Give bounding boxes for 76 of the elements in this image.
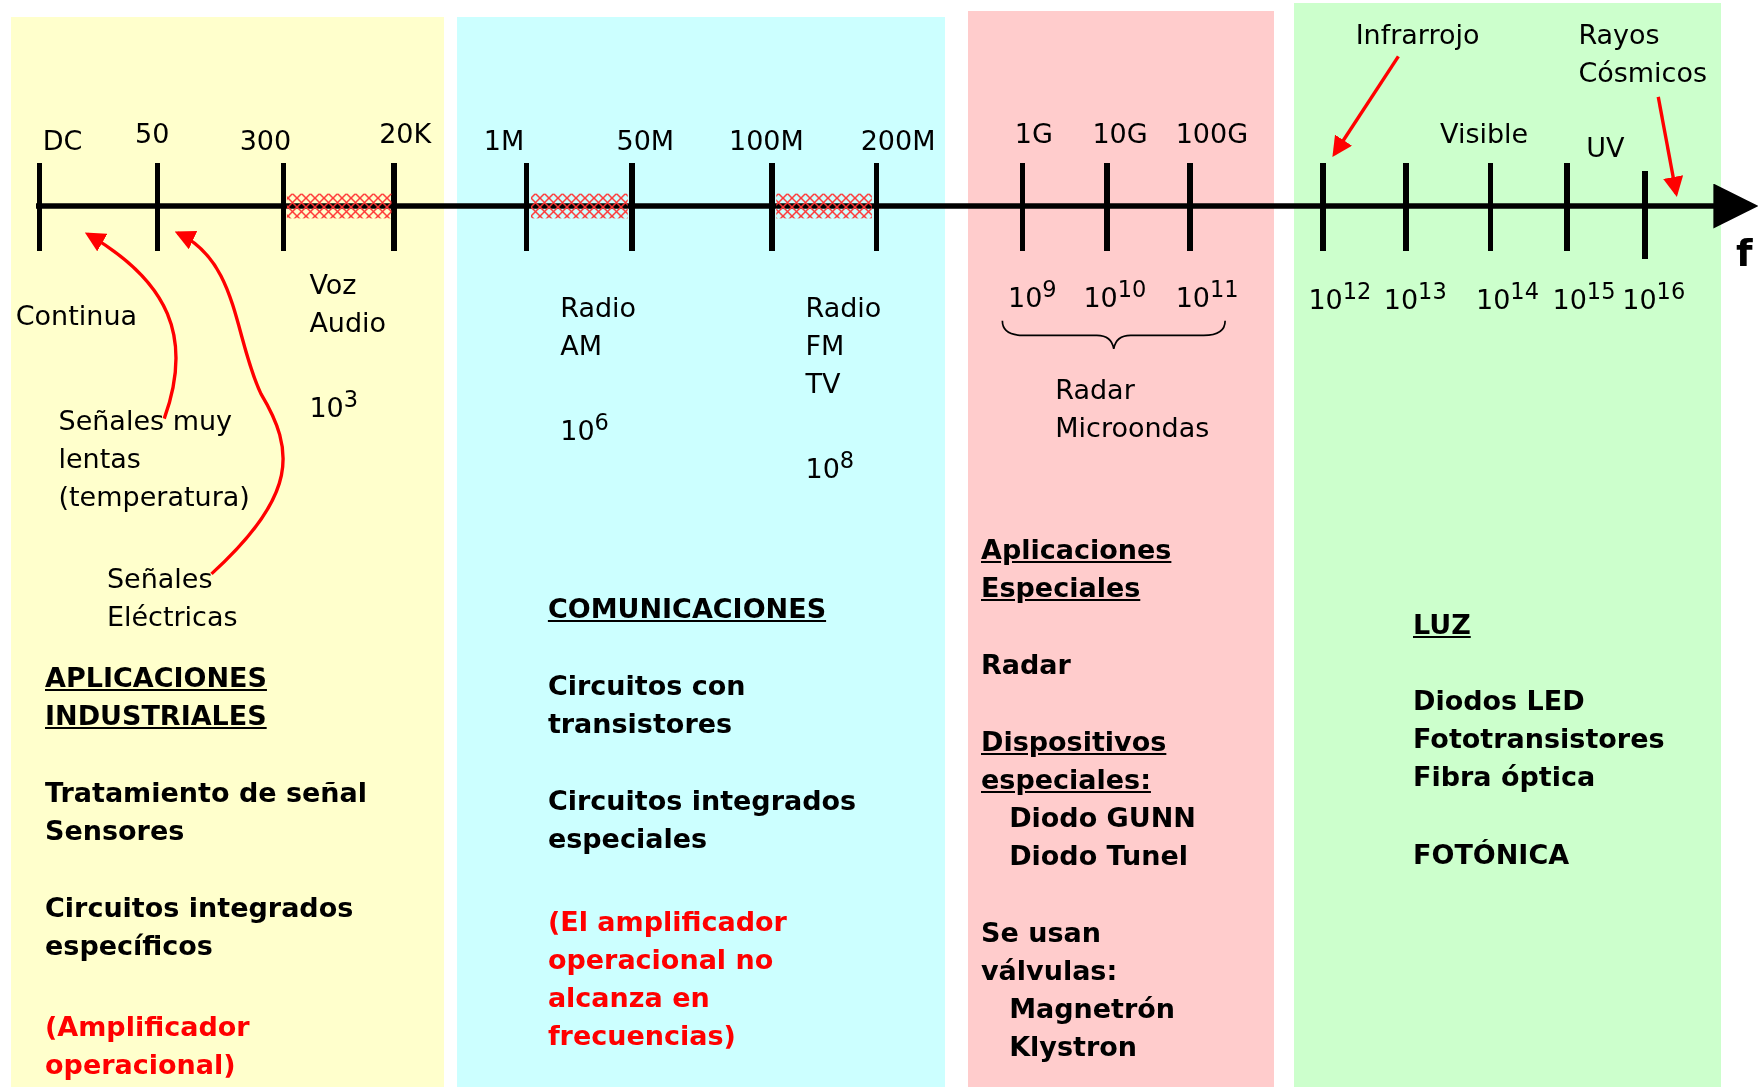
band-label: Radio FM TV bbox=[805, 291, 883, 402]
exponent-label: 10$^{8}$ bbox=[805, 446, 855, 486]
section-heading: LUZ bbox=[1413, 608, 1472, 643]
tick-mark bbox=[1403, 163, 1410, 251]
leader-arrow bbox=[84, 232, 178, 420]
spectrum-label: Visible bbox=[1440, 116, 1529, 151]
tick-mark bbox=[390, 163, 397, 251]
frequency-band-panel bbox=[1293, 3, 1722, 1087]
frequency-band-panel bbox=[967, 11, 1274, 1087]
tick-mark bbox=[1641, 171, 1648, 259]
tick-label: 1G bbox=[1014, 116, 1053, 151]
exponent-label: 10$^{9}$ bbox=[1008, 275, 1057, 315]
tick-mark bbox=[629, 163, 636, 251]
section-heading: APLICACIONES INDUSTRIALES bbox=[45, 661, 268, 734]
feature-text: Radar bbox=[981, 647, 1072, 682]
tick-label: 100M bbox=[729, 123, 804, 158]
spectrum-label: UV bbox=[1586, 131, 1625, 166]
exponent-label: 10$^{15}$ bbox=[1552, 277, 1616, 318]
tick-mark bbox=[1104, 163, 1110, 251]
section-heading: Aplicaciones Especiales bbox=[981, 533, 1173, 605]
feature-text: Diodos LED Fototransistores Fibra óptica bbox=[1413, 683, 1666, 794]
band-label: Radio AM bbox=[560, 291, 638, 364]
exponent-label: 10$^{3}$ bbox=[309, 385, 359, 426]
feature-text: Circuitos integrados específicos bbox=[45, 890, 355, 963]
feature-text: Circuitos integrados especiales bbox=[547, 783, 858, 856]
band-label: Voz Audio bbox=[309, 267, 388, 340]
feature-text: Se usan válvulas: bbox=[981, 915, 1119, 988]
tick-mark bbox=[1487, 163, 1494, 251]
note-text: (Amplificador operacional) bbox=[45, 1010, 251, 1082]
exponent-label: 10$^{12}$ bbox=[1308, 277, 1372, 318]
tick-mark bbox=[154, 163, 161, 251]
tick-mark bbox=[1019, 163, 1026, 251]
exponent-label: 10$^{13}$ bbox=[1383, 277, 1447, 318]
feature-text: Circuitos con transistores bbox=[547, 669, 747, 742]
exponent-label: 10$^{16}$ bbox=[1622, 277, 1686, 318]
tick-mark bbox=[1320, 163, 1326, 251]
section-heading: Dispositivos especiales: bbox=[981, 725, 1168, 798]
tick-label: 20K bbox=[379, 116, 432, 151]
exponent-label: 10$^{10}$ bbox=[1083, 275, 1147, 315]
leader-arrow bbox=[1656, 96, 1684, 197]
note-text: (El amplificador operacional no alcanza en frecuencias) bbox=[547, 905, 788, 1054]
spectrum-label: Rayos Cósmicos bbox=[1578, 15, 1736, 92]
signal-note: Señales Eléctricas bbox=[106, 560, 265, 637]
exponent-label: 10$^{14}$ bbox=[1476, 277, 1539, 318]
feature-text: Diodo GUNN Diodo Tunel bbox=[1009, 800, 1197, 873]
exponent-label: 10$^{6}$ bbox=[560, 407, 609, 448]
tick-label: 1M bbox=[483, 123, 525, 158]
tick-label: DC bbox=[42, 123, 83, 158]
leader-arrow bbox=[174, 231, 285, 576]
axis-label: f bbox=[1735, 234, 1753, 272]
tick-label: 50M bbox=[616, 123, 675, 158]
tick-label: 50 bbox=[135, 116, 170, 151]
frequency-band-panel bbox=[456, 16, 945, 1087]
feature-text: Tratamiento de señal Sensores bbox=[45, 776, 368, 848]
tick-mark bbox=[523, 163, 530, 251]
leader-arrow bbox=[1332, 55, 1400, 158]
signal-note: Señales muy lentas (temperatura) bbox=[58, 401, 284, 516]
band-label: Radar Microondas bbox=[1055, 373, 1211, 446]
tick-label: 200M bbox=[860, 123, 936, 158]
tick-mark bbox=[1564, 163, 1570, 251]
tick-mark bbox=[1187, 163, 1194, 251]
tick-mark bbox=[768, 163, 775, 251]
tick-label: 100G bbox=[1175, 116, 1249, 151]
tick-label: 300 bbox=[239, 123, 292, 158]
tick-mark bbox=[36, 163, 43, 251]
exponent-label: 10$^{11}$ bbox=[1175, 275, 1239, 315]
tick-mark bbox=[873, 163, 880, 251]
band-label: Continua bbox=[15, 299, 138, 333]
section-heading: COMUNICACIONES bbox=[547, 591, 828, 626]
feature-text: FOTÓNICA bbox=[1413, 837, 1571, 872]
frequency-band-panel bbox=[11, 16, 445, 1087]
feature-text: Magnetrón Klystron bbox=[1009, 992, 1177, 1064]
axis-arrow bbox=[36, 183, 1759, 229]
tick-label: 10G bbox=[1092, 116, 1148, 151]
tick-mark bbox=[280, 163, 287, 251]
spectrum-label: Infrarrojo bbox=[1355, 15, 1514, 54]
